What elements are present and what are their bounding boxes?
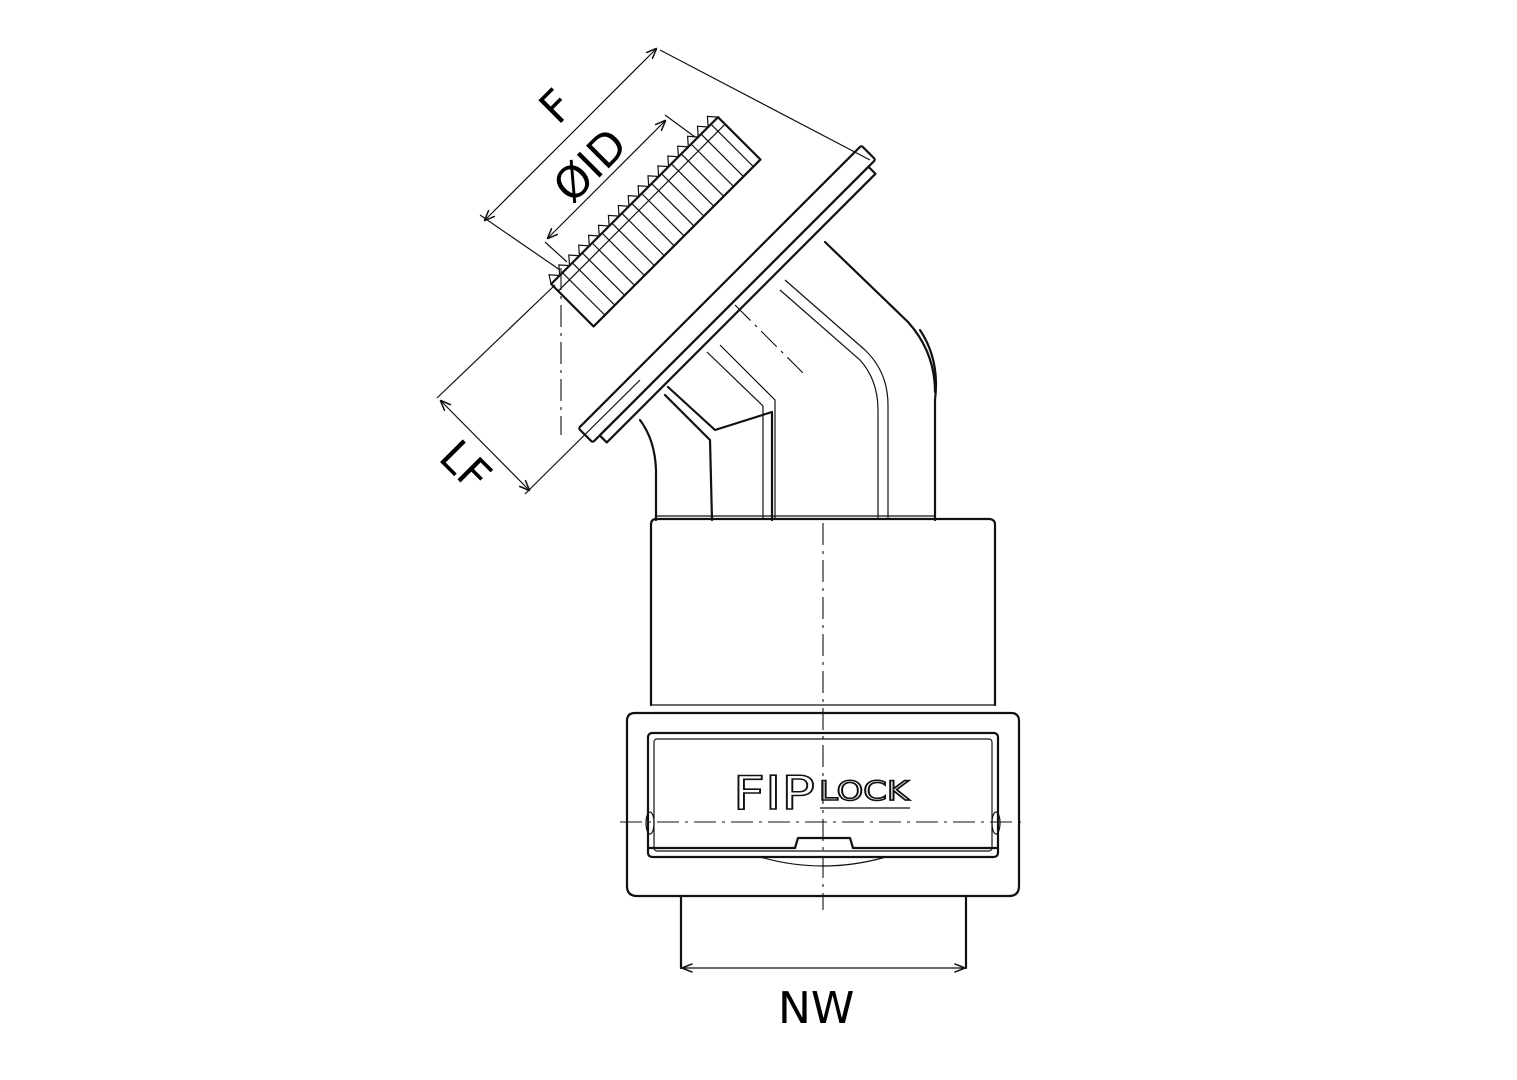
angled-center-line (734, 304, 806, 376)
dimension-ID-label: ØID (544, 119, 638, 213)
dimension-LF: LF (429, 284, 641, 502)
dimension-NW-label: NW (778, 983, 854, 1034)
angled-end-group (548, 115, 938, 522)
elbow-neck-inner-detail (706, 344, 776, 520)
dimension-ID: ØID (544, 114, 696, 263)
flange-plate (578, 145, 877, 444)
dimension-LF-label: LF (429, 431, 500, 502)
main-body: FIP LOCK (625, 515, 1021, 970)
locking-nut-outline (625, 711, 1021, 898)
pipe-stub (679, 894, 968, 970)
dimension-NW: NW (683, 968, 964, 1034)
dimension-F-label: F (530, 80, 584, 134)
logo-sub-text: LOCK (819, 776, 911, 807)
elbow-neck-right-inner (779, 279, 889, 520)
fiplock-logo: FIP LOCK (732, 765, 911, 821)
upper-collar (649, 517, 997, 707)
elbow-neck-inner-left (663, 385, 774, 522)
logo-main-text: FIP (733, 766, 815, 820)
elbow-neck-right-bend (823, 240, 937, 394)
elbow-neck-outer (638, 328, 938, 522)
